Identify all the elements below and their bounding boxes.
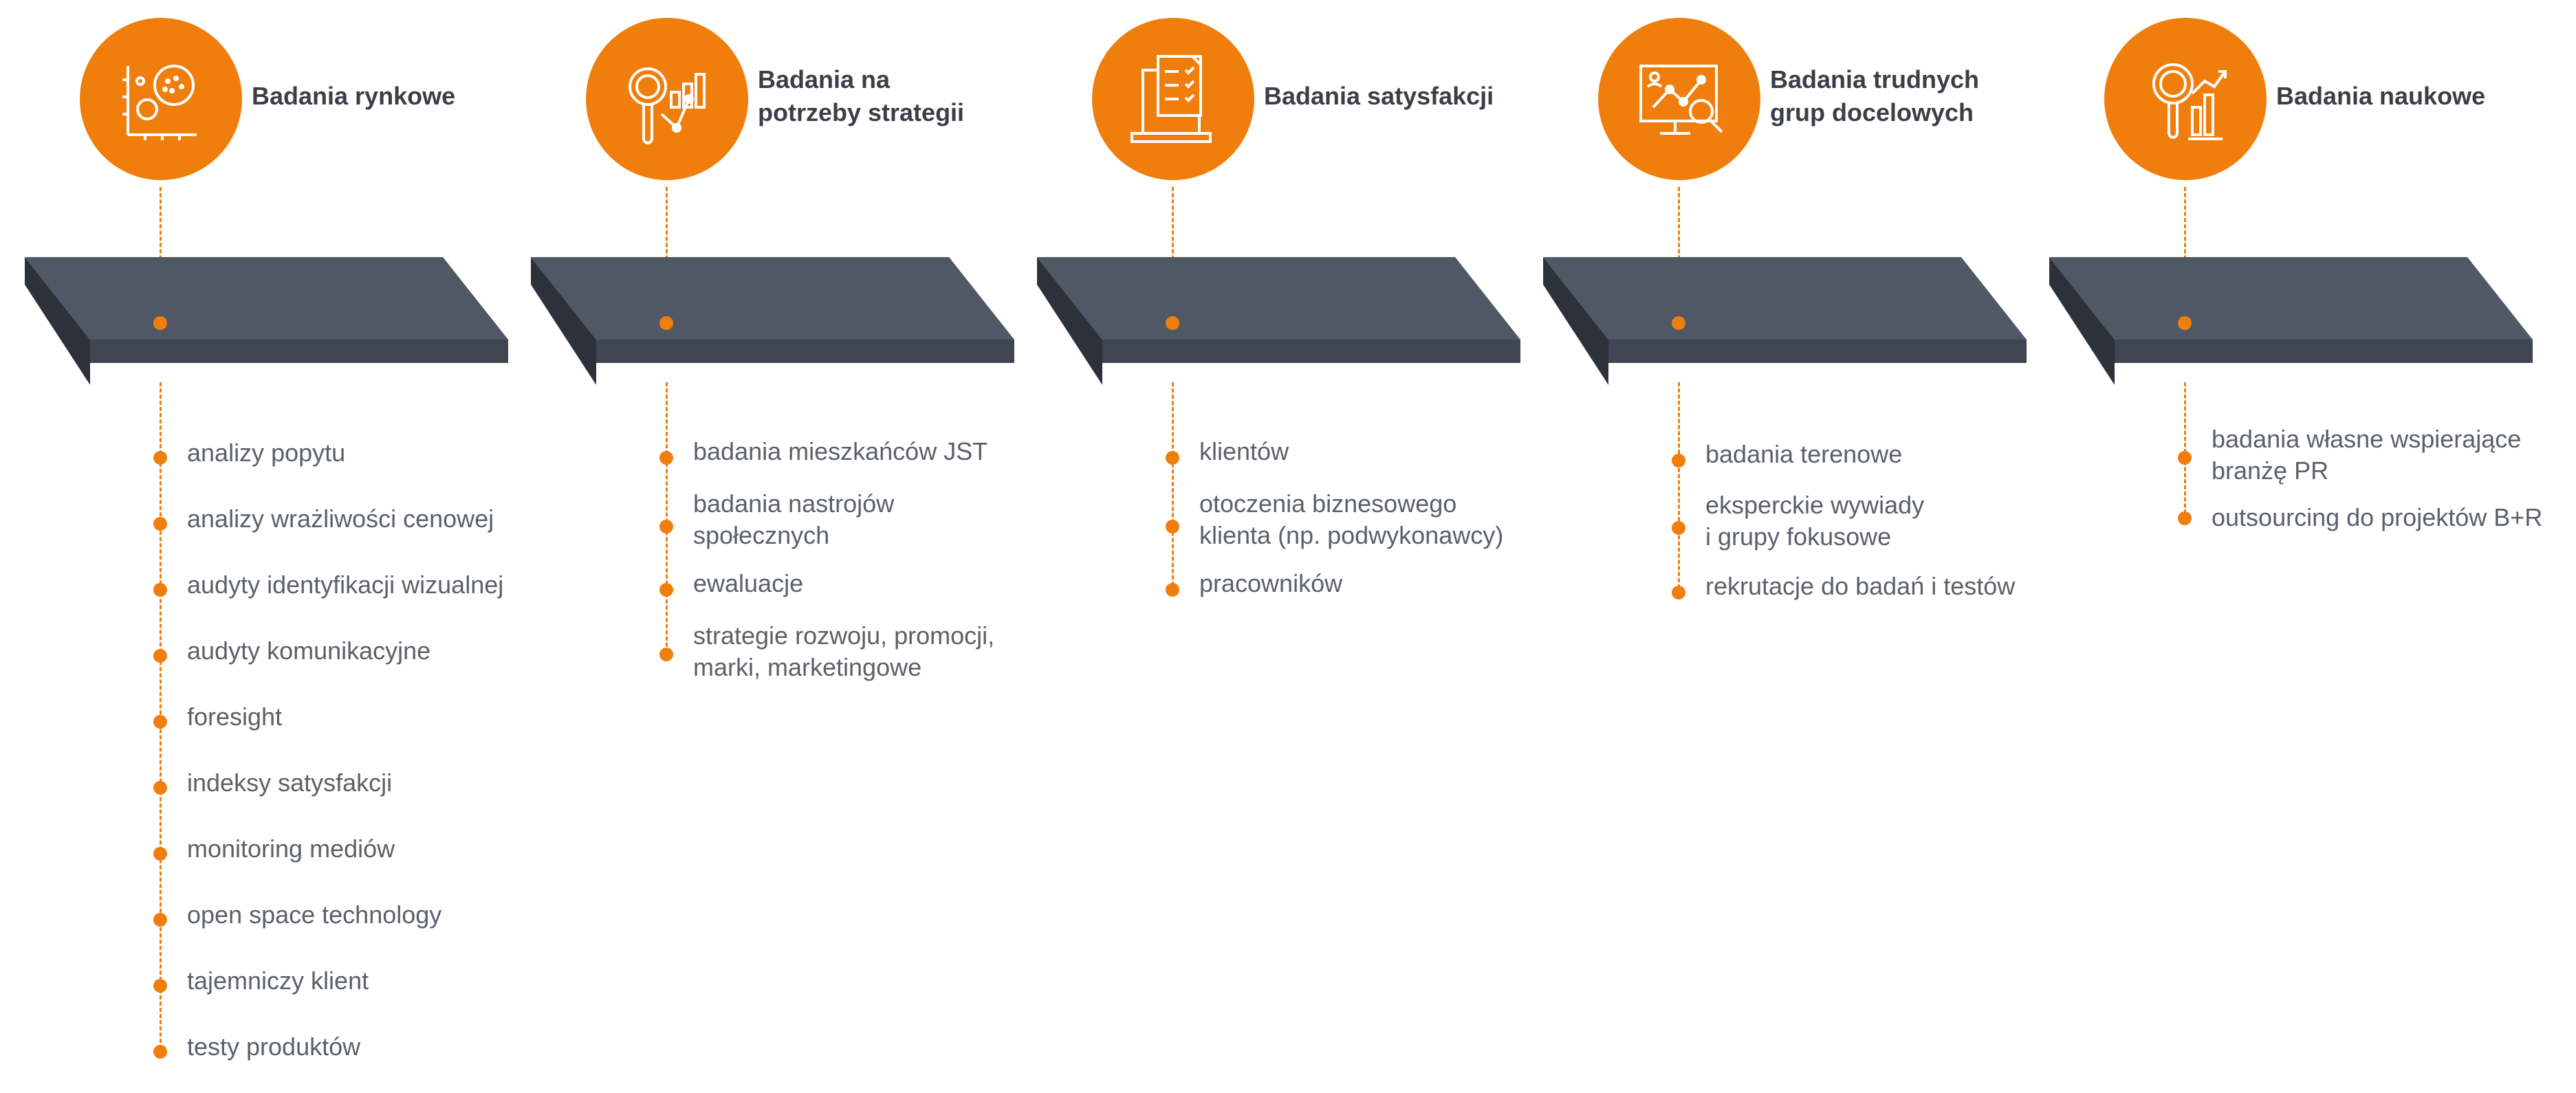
strategy-research-icon — [629, 67, 706, 144]
target-groups-icon — [1639, 65, 1723, 135]
connector-line — [160, 187, 162, 322]
bullet-dot — [1166, 583, 1179, 597]
connector-line — [666, 382, 668, 653]
bullet-dot — [1672, 586, 1685, 599]
connector-line — [1172, 187, 1174, 322]
column-strategy-research: Badania na potrzeby strategii badania mi… — [531, 0, 1040, 1093]
connector-line — [666, 187, 668, 322]
icon-circle — [1092, 18, 1254, 180]
connector-node — [1672, 316, 1685, 330]
bullet-dot — [153, 583, 167, 597]
connector-line — [1678, 382, 1680, 588]
bullet-dot — [153, 913, 167, 927]
bullet-dot — [659, 648, 673, 661]
platform-slab — [1543, 257, 2052, 385]
bullet-dot — [2178, 511, 2192, 525]
column-satisfaction-research: Badania satysfakcji klientów otoczenia b… — [1037, 0, 1546, 1093]
column-title: Badania na potrzeby strategii — [758, 65, 965, 126]
bullet-dot — [153, 847, 167, 861]
satisfaction-survey-icon — [1131, 55, 1212, 143]
icon-circle — [2104, 18, 2267, 180]
platform-slab — [531, 257, 1040, 385]
bullet-dot — [153, 715, 167, 729]
bullet-dot — [153, 1045, 167, 1059]
platform-slab — [25, 257, 534, 385]
bullet-dot — [153, 517, 167, 531]
icon-circle — [586, 18, 748, 180]
connector-node — [659, 316, 673, 330]
bullet-dot — [1672, 521, 1685, 535]
icon-circle — [1598, 18, 1760, 180]
bullet-dot — [1166, 520, 1179, 533]
column-scientific-research: Badania naukowe badania własne wspierają… — [2049, 0, 2558, 1093]
bullet-dot — [153, 979, 167, 993]
column-title: Badania trudnych grup docelowych — [1770, 65, 1980, 126]
connector-node — [153, 316, 167, 330]
connector-node — [2178, 316, 2192, 330]
column-title: Badania rynkowe — [252, 82, 456, 110]
bullet-dot — [1672, 454, 1685, 467]
bullet-dot — [659, 451, 673, 465]
bullet-dot — [2178, 451, 2192, 465]
market-research-icon — [122, 65, 197, 140]
bullet-dot — [659, 520, 673, 533]
bullet-dot — [153, 451, 167, 465]
column-market-research: Badania rynkowe analizy popytu analizy w… — [25, 0, 534, 1093]
bullet-dot — [1166, 451, 1179, 465]
icon-circle — [80, 18, 242, 180]
bullet-dot — [153, 781, 167, 795]
connector-line — [1172, 382, 1174, 586]
platform-slab — [1037, 257, 1546, 385]
connector-node — [1166, 316, 1179, 330]
column-title: Badania satysfakcji — [1264, 82, 1494, 110]
column-target-groups-research: Badania trudnych grup docelowych badania… — [1543, 0, 2052, 1093]
platform-slab — [2049, 257, 2558, 385]
connector-line — [1678, 187, 1680, 322]
connector-line — [2184, 187, 2186, 322]
bullet-dot — [153, 649, 167, 663]
column-title: Badania naukowe — [2276, 82, 2486, 110]
bullet-dot — [659, 583, 673, 597]
scientific-research-icon — [2152, 63, 2227, 140]
